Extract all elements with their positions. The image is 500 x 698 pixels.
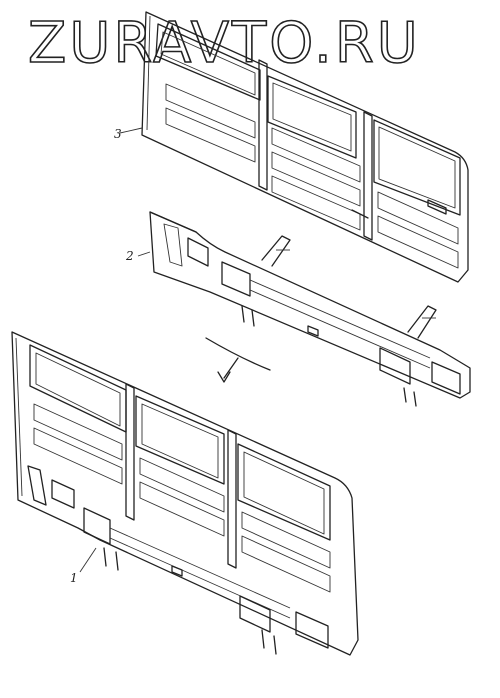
- callout-3: 3: [114, 127, 122, 141]
- watermark: ZURAVTO.RU: [27, 10, 421, 77]
- callout-1: 1: [70, 571, 78, 585]
- cross-beam-middle: [137, 211, 471, 407]
- rear-panel-upper: [119, 11, 469, 283]
- watermark-text: ZURAVTO.RU: [28, 11, 421, 76]
- rear-panel-lower: [11, 331, 359, 656]
- callout-2: 2: [125, 249, 134, 263]
- assembly-arrow: [205, 337, 271, 383]
